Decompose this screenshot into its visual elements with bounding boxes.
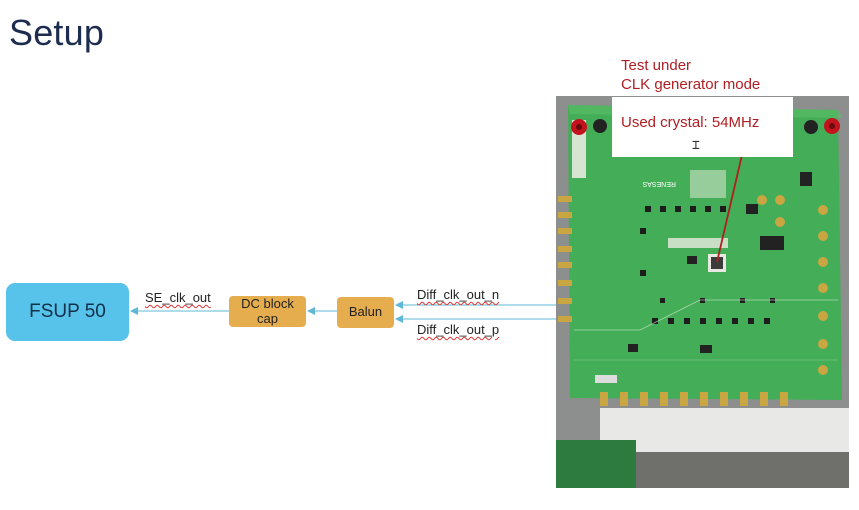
dc-block-cap-block: DC block cap bbox=[229, 296, 306, 327]
label-diff-clk-out-p: Diff_clk_out_p bbox=[417, 322, 499, 337]
balun-block: Balun bbox=[337, 297, 394, 328]
spectrum-analyzer-block: FSUP 50 bbox=[6, 283, 129, 341]
label-se-clk-out: SE_clk_out bbox=[145, 290, 211, 305]
label-diff-clk-out-n: Diff_clk_out_n bbox=[417, 287, 499, 302]
